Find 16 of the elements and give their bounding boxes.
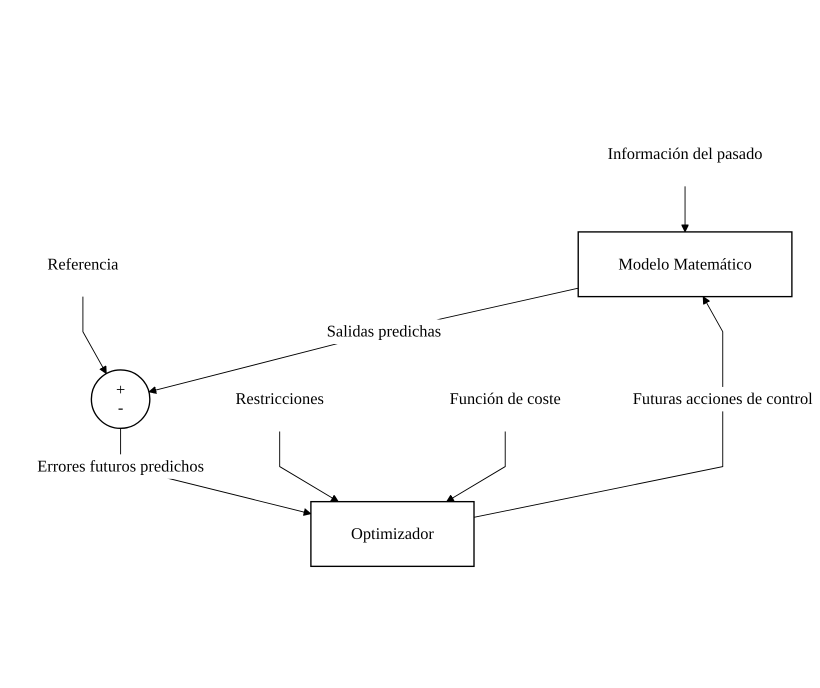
edge-label: Salidas predichas <box>326 322 442 340</box>
arrow <box>82 296 107 374</box>
arrow <box>681 186 690 232</box>
arrow <box>279 431 339 502</box>
edge-label: Errores futuros predichos <box>37 457 204 476</box>
node-text: Restricciones <box>235 390 324 408</box>
edge-label: Futuras acciones de control <box>632 390 813 408</box>
node-box: Optimizador <box>310 500 475 568</box>
node-text: Función de coste <box>450 390 561 408</box>
node-text: Información del pasado <box>608 144 762 163</box>
node-circle: + - <box>90 369 151 430</box>
arrow <box>474 296 724 518</box>
node-text: Referencia <box>47 254 118 273</box>
arrow <box>446 431 506 502</box>
arrow <box>148 288 579 394</box>
node-box: Modelo Matemático <box>578 231 793 298</box>
